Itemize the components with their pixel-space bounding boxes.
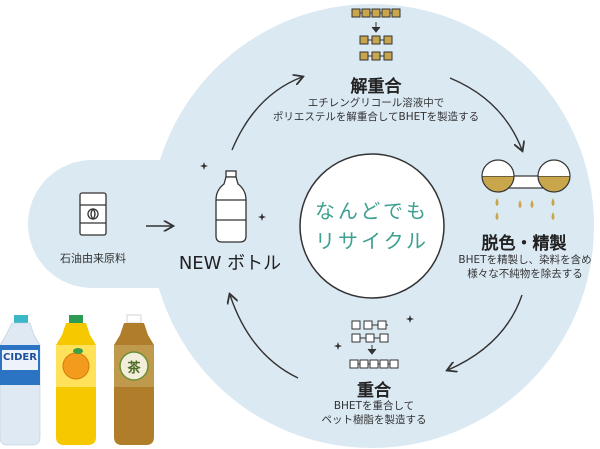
oil-drum-icon bbox=[79, 192, 107, 236]
tea-bottle-label: 茶 bbox=[127, 361, 141, 376]
depolymerization-desc-line1: エチレングリコール溶液中で bbox=[307, 97, 445, 109]
cider-bottle-label: CIDER bbox=[3, 352, 37, 363]
center-slogan-line1: なんどでも bbox=[315, 199, 429, 223]
center-circle bbox=[299, 153, 445, 299]
polymerization-desc-line2: ペット樹脂を製造する bbox=[321, 414, 427, 426]
green-tea-bottle bbox=[114, 314, 154, 445]
depolymerization-title: 解重合 bbox=[350, 77, 402, 97]
arrow-purification-to-polymerization bbox=[448, 294, 523, 370]
center-slogan-line2: リサイクル bbox=[315, 229, 429, 253]
arrow-bottle-to-depolymerization bbox=[231, 77, 302, 151]
center-slogan: なんどでも リサイクル bbox=[300, 196, 444, 256]
orange-juice-bottle bbox=[56, 315, 96, 445]
cycle-arrows bbox=[146, 77, 523, 379]
purification-desc-line1: BHETを精製し、染料を含め bbox=[458, 254, 592, 266]
polymerization-desc: BHETを重合して ペット樹脂を製造する bbox=[299, 399, 449, 427]
arrow-depolymerization-to-purification bbox=[449, 77, 522, 150]
new-bottle-label: NEW ボトル bbox=[178, 253, 282, 274]
sparkle-icon bbox=[334, 342, 342, 350]
polymerization-chain-icon bbox=[349, 320, 399, 369]
sparkle-icon bbox=[200, 162, 208, 170]
sparkle-icon bbox=[406, 315, 414, 323]
purification-desc-line2: 様々な不純物を除去する bbox=[467, 268, 583, 280]
purification-filter-icon bbox=[481, 159, 571, 220]
sparkle-icons bbox=[200, 162, 414, 350]
polymerization-desc-line1: BHETを重合して bbox=[333, 400, 415, 412]
cider-bottle bbox=[0, 315, 41, 446]
arrow-polymerization-to-bottle bbox=[230, 295, 299, 379]
raw-material-label: 石油由来原料 bbox=[60, 252, 126, 265]
purification-title: 脱色・精製 bbox=[481, 234, 567, 254]
polymerization-title: 重合 bbox=[357, 381, 391, 401]
sparkle-icon bbox=[258, 213, 266, 221]
depolymerization-desc-line2: ポリエステルを解重合してBHETを製造する bbox=[272, 111, 480, 123]
depolymerization-chain-icon bbox=[351, 8, 401, 61]
purification-desc: BHETを精製し、染料を含め 様々な不純物を除去する bbox=[450, 253, 600, 281]
depolymerization-desc: エチレングリコール溶液中で ポリエステルを解重合してBHETを製造する bbox=[246, 96, 506, 124]
pet-bottle-icon bbox=[215, 170, 247, 243]
